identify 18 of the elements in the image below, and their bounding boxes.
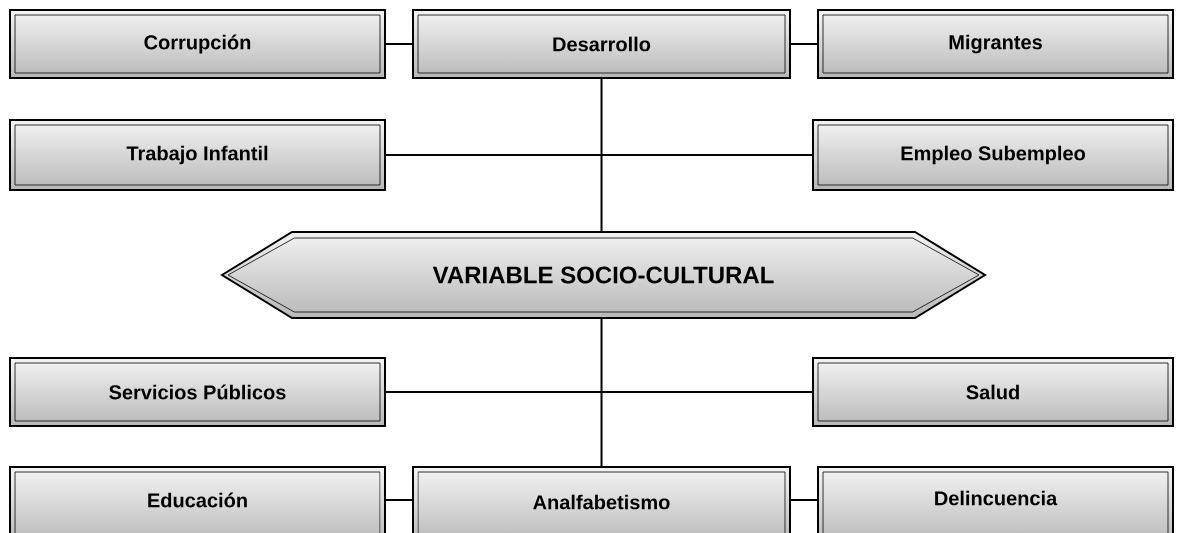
- process-box: Migrantes: [817, 9, 1174, 79]
- process-box: Trabajo Infantil: [9, 119, 386, 191]
- process-box: Empleo Subempleo: [812, 119, 1174, 191]
- process-box: Servicios Públicos: [9, 357, 386, 427]
- connector-line: [384, 499, 414, 501]
- process-box: Delincuencia: [817, 466, 1174, 533]
- process-box: Educación: [9, 466, 386, 533]
- process-box: Salud: [812, 357, 1174, 427]
- process-box: Desarrollo: [412, 9, 791, 79]
- connector-line: [789, 43, 819, 45]
- connector-line: [384, 43, 414, 45]
- connector-line: [384, 391, 814, 393]
- connector-line: [789, 499, 819, 501]
- process-box: Analfabetismo: [412, 466, 791, 533]
- connector-line: [600, 317, 603, 468]
- connector-line: [384, 154, 814, 156]
- connector-line: [600, 77, 603, 233]
- process-box: Corrupción: [9, 9, 386, 79]
